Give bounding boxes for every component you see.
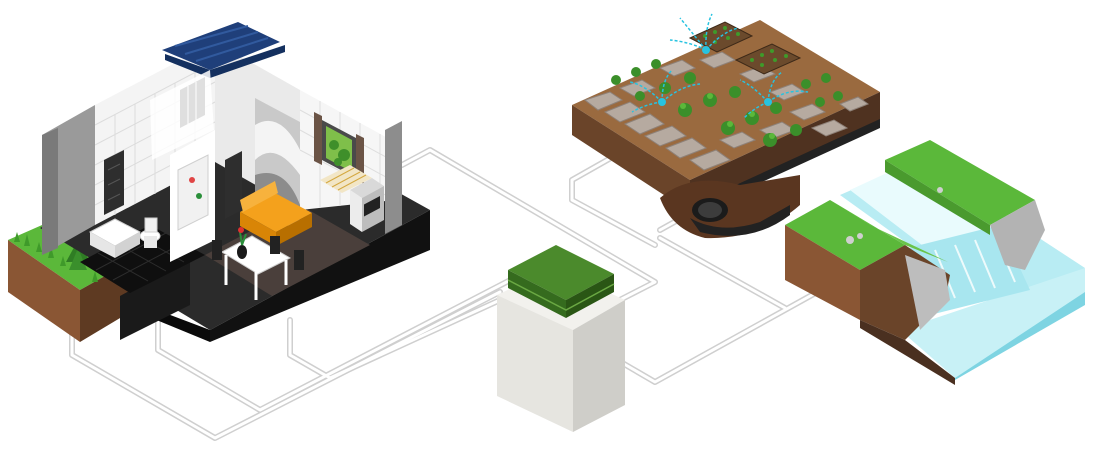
waterfall-river-icon — [785, 140, 1085, 385]
sprinkler-icon — [629, 13, 809, 119]
house-cutaway-icon — [8, 22, 430, 342]
pipe-network — [69, 147, 833, 441]
irrigated-garden-icon — [572, 13, 880, 239]
treatment-tank-icon — [497, 245, 625, 432]
